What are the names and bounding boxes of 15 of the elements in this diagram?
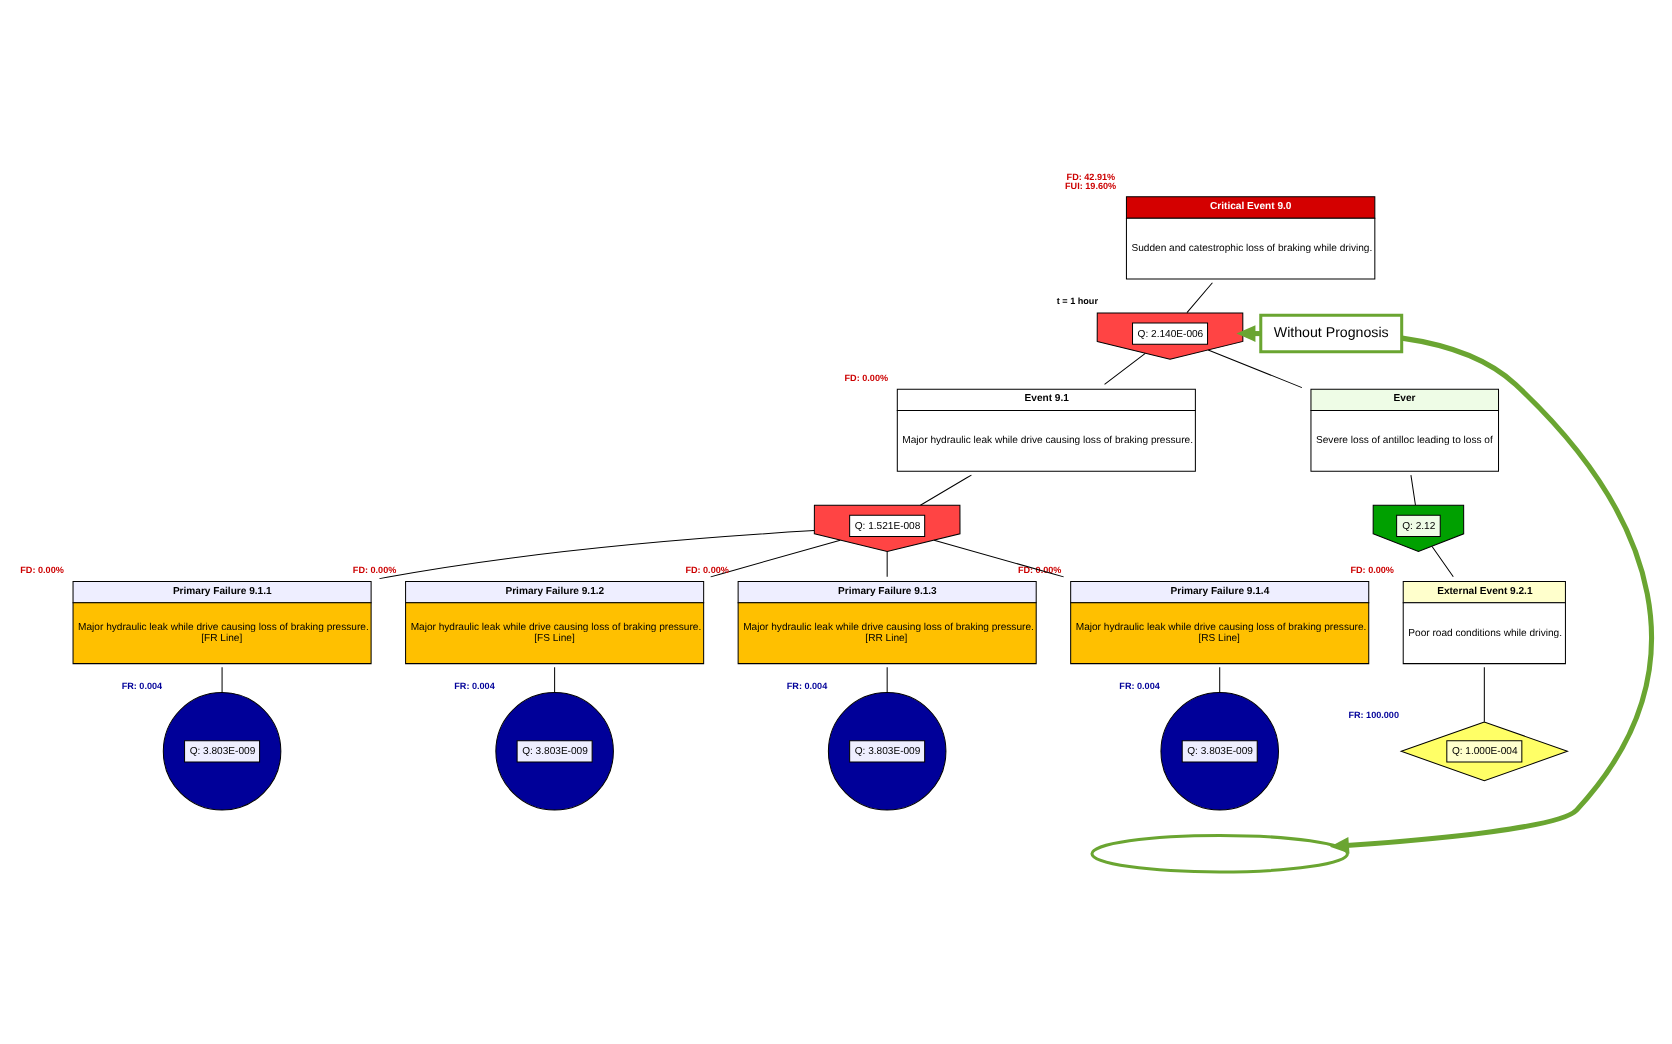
connector <box>1219 665 1221 692</box>
connector <box>933 538 1065 577</box>
arrow <box>1329 334 1654 853</box>
connector <box>1410 473 1416 505</box>
connector <box>1186 281 1213 313</box>
connector <box>1431 544 1454 577</box>
connector <box>886 665 888 692</box>
connector <box>1104 351 1146 384</box>
connector <box>221 665 223 692</box>
connector <box>1207 348 1303 388</box>
connector <box>710 538 841 577</box>
connector <box>554 665 556 692</box>
connector <box>378 529 815 579</box>
connector <box>886 550 888 577</box>
connector <box>1483 665 1485 722</box>
